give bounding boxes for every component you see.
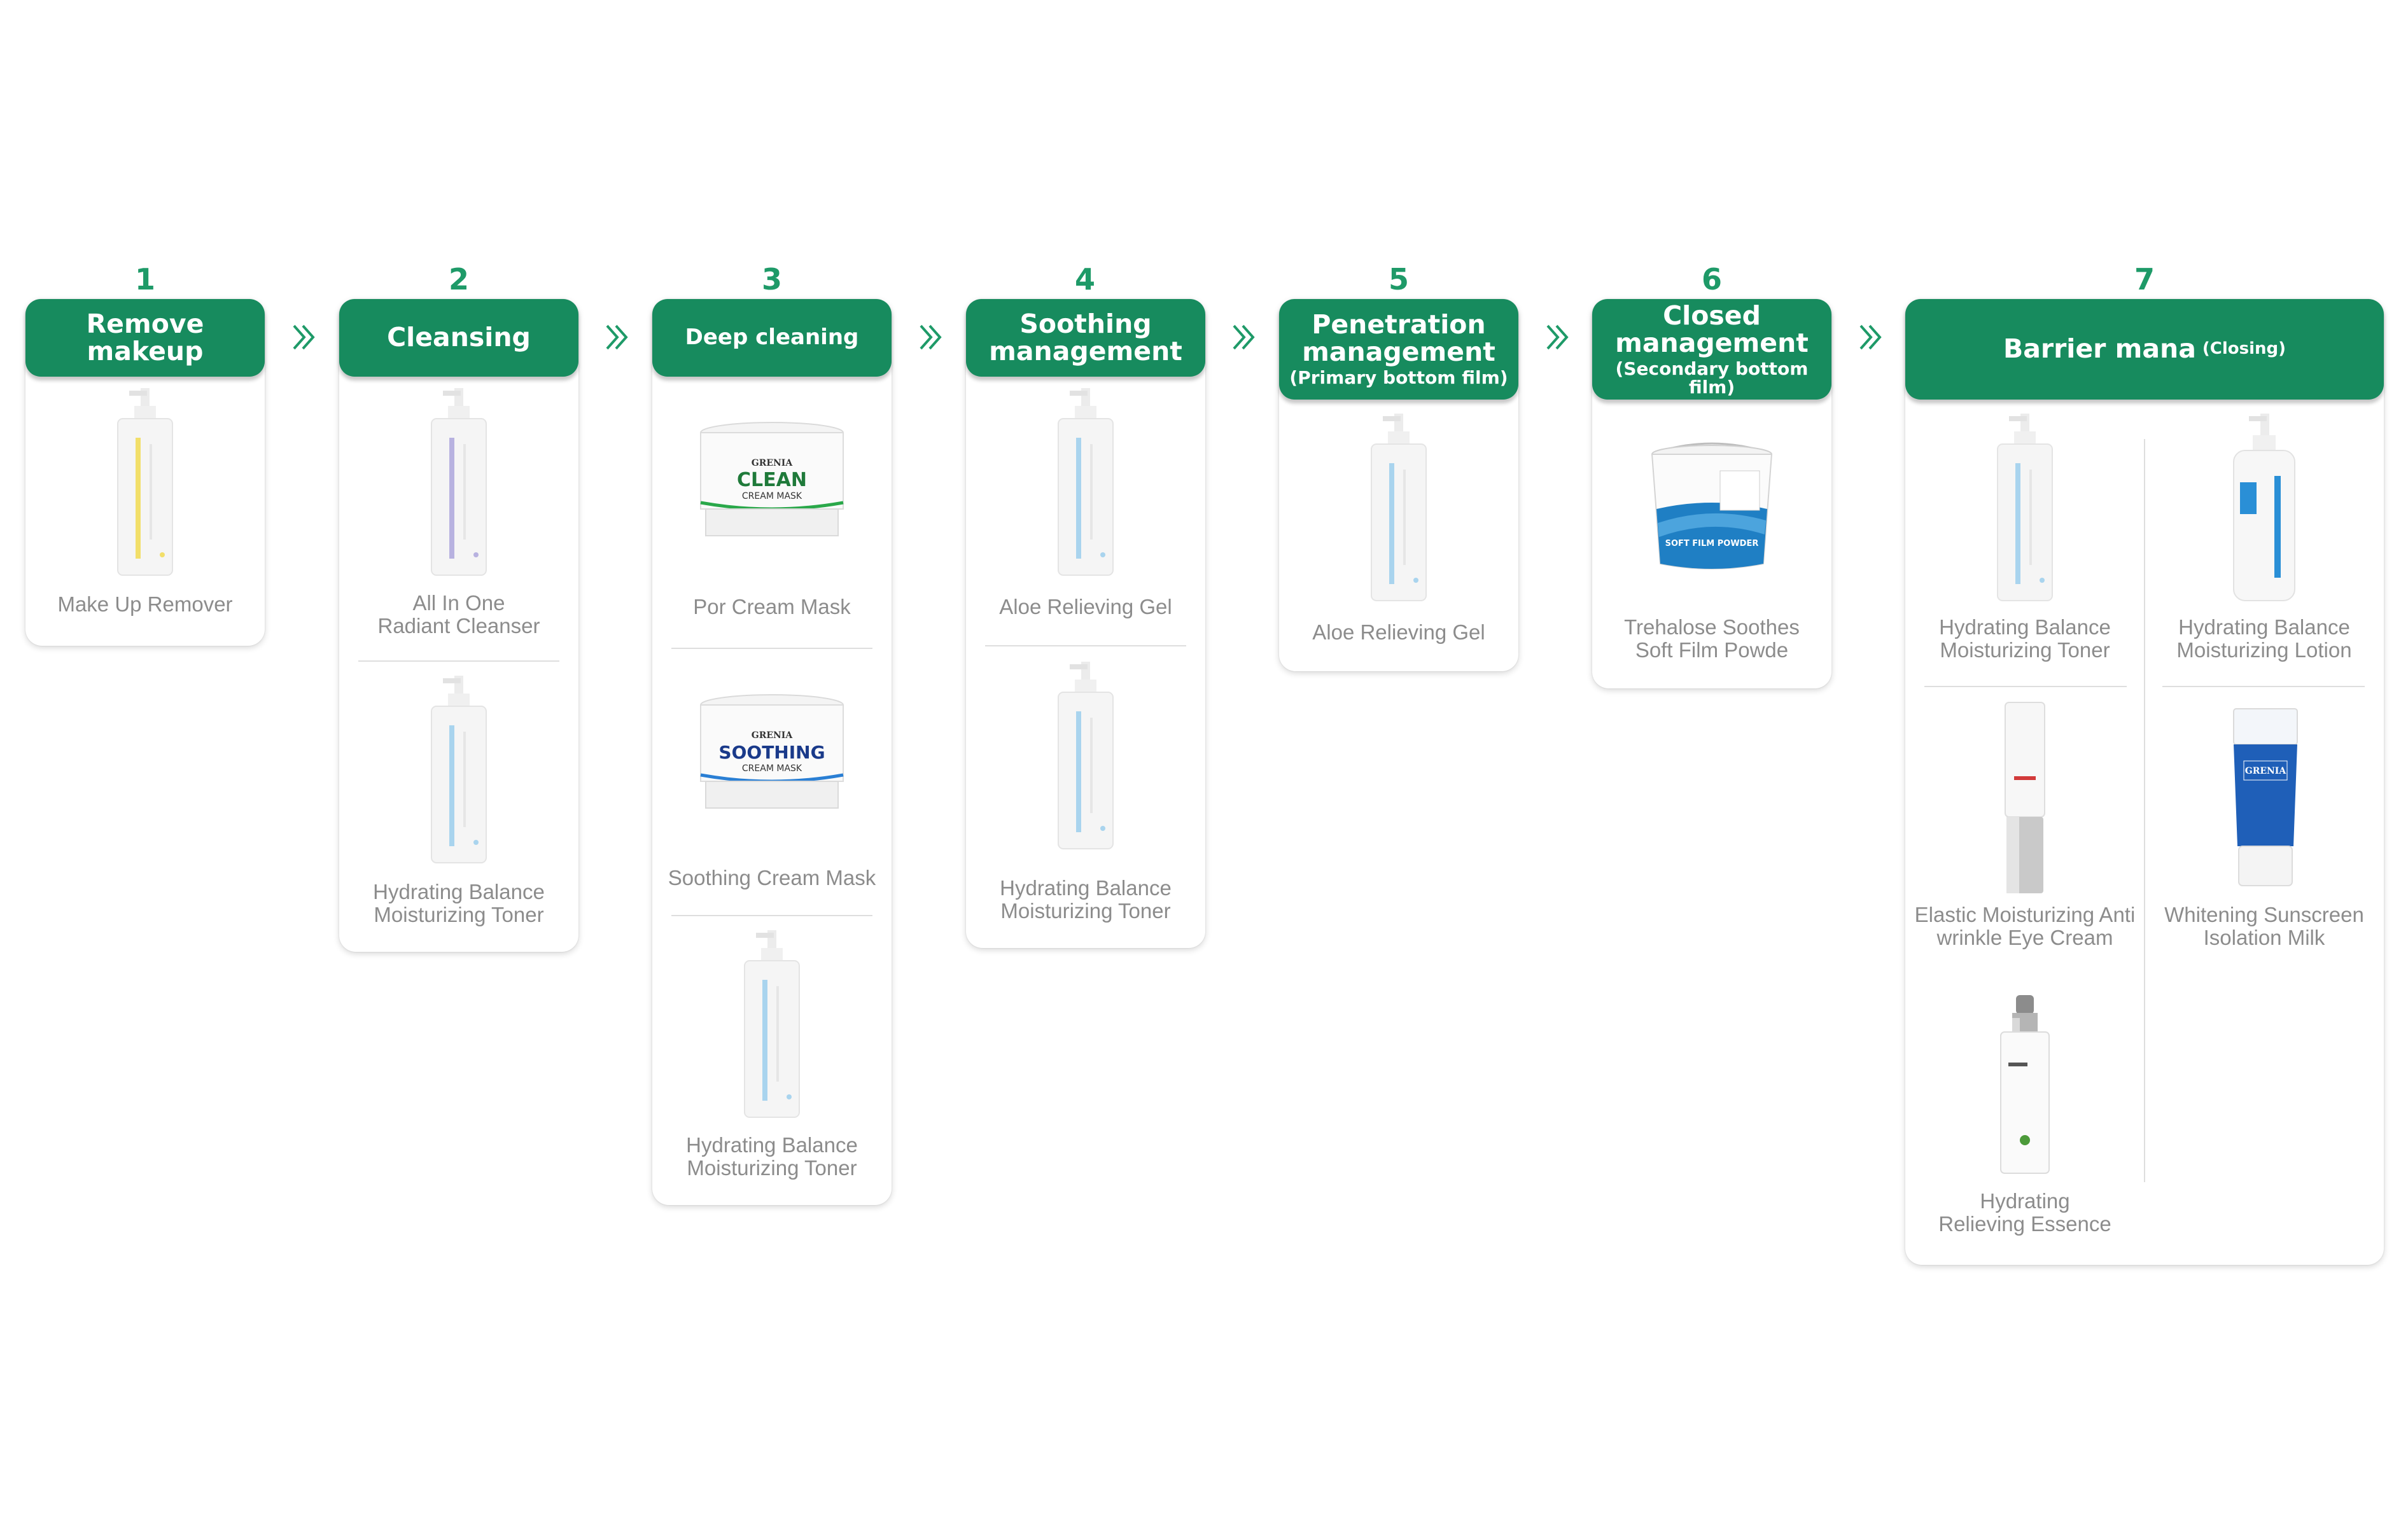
step-header-4: Soothing management xyxy=(966,299,1205,377)
step-card-7: Barrier mana (Closing) Hydrating Balance… xyxy=(1905,299,2384,1265)
step-card-6: Closed management (Secondary bottom film… xyxy=(1592,299,1831,688)
step-title-2: Cleansing xyxy=(387,322,531,353)
step-header-5: Penetration management (Primary bottom f… xyxy=(1279,299,1518,400)
step-title-4-line2: management xyxy=(989,336,1182,366)
step-title-7-suffix: (Closing) xyxy=(2202,339,2286,359)
step-number-7: 7 xyxy=(2134,262,2155,296)
moisturizing-toner-bottle xyxy=(744,930,800,1118)
step-number-2: 2 xyxy=(448,262,469,296)
step-title-6: Closed xyxy=(1663,300,1761,331)
sunscreen-tube: GRENIA xyxy=(2233,708,2298,886)
step-header-7: Barrier mana (Closing) xyxy=(1905,299,2384,400)
chevron-right-icon xyxy=(1233,324,1255,350)
makeup-remover-bottle xyxy=(117,388,173,576)
product-name: Soothing Cream Mask xyxy=(668,866,876,889)
product-name: Aloe Relieving Gel xyxy=(1312,620,1485,644)
step-header-3: Deep cleaning xyxy=(652,299,892,377)
chevron-right-icon xyxy=(1546,324,1569,350)
step-title-5-line2: management xyxy=(1302,337,1495,368)
step-number-3: 3 xyxy=(761,262,782,296)
chevron-right-icon xyxy=(1859,324,1882,350)
product-name: Make Up Remover xyxy=(57,592,233,616)
product-name: Aloe Relieving Gel xyxy=(999,595,1172,618)
step-number-6: 6 xyxy=(1701,262,1722,296)
eye-cream-tube xyxy=(2005,702,2045,893)
svg-text:SOFT FILM POWDER: SOFT FILM POWDER xyxy=(1665,539,1759,548)
divider xyxy=(358,660,559,662)
divider xyxy=(985,645,1186,646)
divider xyxy=(1924,686,2127,687)
svg-text:CREAM MASK: CREAM MASK xyxy=(742,491,802,501)
step-card-4: Soothing management Aloe Relieving Gel H… xyxy=(966,299,1205,948)
clean-cream-mask-jar: GRENIA CLEAN CREAM MASK xyxy=(700,422,844,536)
moisturizing-toner-bottle xyxy=(1058,662,1114,849)
step-title-3: Deep cleaning xyxy=(685,324,859,351)
radiant-cleanser-bottle xyxy=(431,388,487,576)
svg-text:SOOTHING: SOOTHING xyxy=(718,742,825,763)
step-card-3: Deep cleaning GRENIA CLEAN CREAM MASK Po… xyxy=(652,299,892,1205)
divider xyxy=(2162,686,2365,687)
step-header-6: Closed management (Secondary bottom film… xyxy=(1592,299,1831,400)
step-title-6-line2: management xyxy=(1615,327,1809,358)
moisturizing-toner-bottle xyxy=(1997,414,2053,601)
svg-text:CREAM MASK: CREAM MASK xyxy=(742,764,802,774)
step-subtitle-5: (Primary bottom film) xyxy=(1289,367,1508,389)
product-name: Por Cream Mask xyxy=(693,595,851,618)
chevron-right-icon xyxy=(920,324,942,350)
step-number-5: 5 xyxy=(1388,262,1409,296)
step-header-1: Remove makeup xyxy=(25,299,265,377)
step-title-7: Barrier mana xyxy=(2003,333,2196,365)
divider xyxy=(671,648,872,649)
step-subtitle-6: (Secondary bottom film) xyxy=(1615,358,1809,398)
moisturizing-lotion-bottle xyxy=(2233,414,2295,601)
aloe-relieving-gel-bottle xyxy=(1371,414,1427,601)
moisturizing-toner-bottle xyxy=(431,676,487,863)
step-card-5: Penetration management (Primary bottom f… xyxy=(1279,299,1518,671)
column-divider xyxy=(2144,439,2145,1182)
divider xyxy=(671,915,872,916)
svg-text:GRENIA: GRENIA xyxy=(2245,766,2287,776)
svg-text:CLEAN: CLEAN xyxy=(737,469,807,491)
svg-text:GRENIA: GRENIA xyxy=(752,730,794,741)
step-title-5: Penetration xyxy=(1312,309,1486,340)
chevron-right-icon xyxy=(293,324,315,350)
step-number-4: 4 xyxy=(1074,262,1095,296)
svg-text:GRENIA: GRENIA xyxy=(752,458,794,468)
soft-film-powder-bucket: SOFT FILM POWDER xyxy=(1651,442,1773,569)
step-number-1: 1 xyxy=(134,262,155,296)
step-header-2: Cleansing xyxy=(339,299,578,377)
aloe-relieving-gel-bottle xyxy=(1058,388,1114,576)
step-title-4: Soothing xyxy=(1019,308,1152,339)
soothing-cream-mask-jar: GRENIA SOOTHING CREAM MASK xyxy=(700,694,844,809)
step-card-1: Remove makeup Make Up Remover xyxy=(25,299,265,646)
step-title-1: Remove makeup xyxy=(86,308,204,366)
chevron-right-icon xyxy=(606,324,628,350)
relieving-essence-bottle xyxy=(2000,995,2050,1174)
